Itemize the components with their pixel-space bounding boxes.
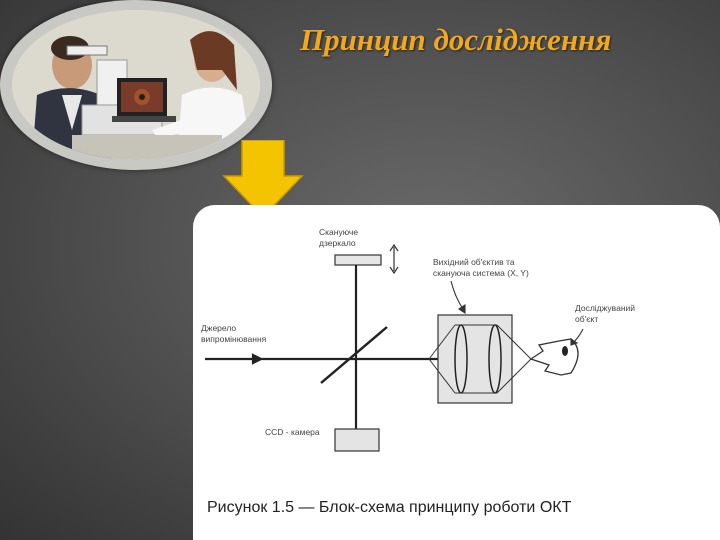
scanning-mirror-box — [335, 255, 381, 265]
ccd-camera-label: CCD - камера — [265, 427, 320, 438]
scanning-mirror-label: Скануюче дзеркало — [319, 227, 358, 249]
slide-title: Принцип дослідження — [300, 22, 611, 58]
eye-examination-photo — [12, 10, 260, 160]
object-label: Досліджуваний об'єкт — [575, 303, 635, 325]
lens-pointer-arrow — [451, 281, 465, 313]
ccd-camera-box — [335, 429, 379, 451]
output-lens-label: Вихідний об'єктив та скануюча система (X… — [433, 257, 529, 279]
oct-block-diagram — [193, 205, 720, 495]
source-label: Джерело випромінювання — [201, 323, 266, 345]
diagram-card: Скануюче дзеркало Вихідний об'єктив та с… — [193, 205, 720, 540]
source-beam-arrow — [205, 355, 438, 363]
figure-caption: Рисунок 1.5 — Блок-схема принципу роботи… — [207, 499, 571, 517]
scan-movement-arrow-icon — [390, 245, 398, 273]
beam-splitter — [321, 327, 387, 383]
object-pointer-arrow — [571, 329, 583, 345]
